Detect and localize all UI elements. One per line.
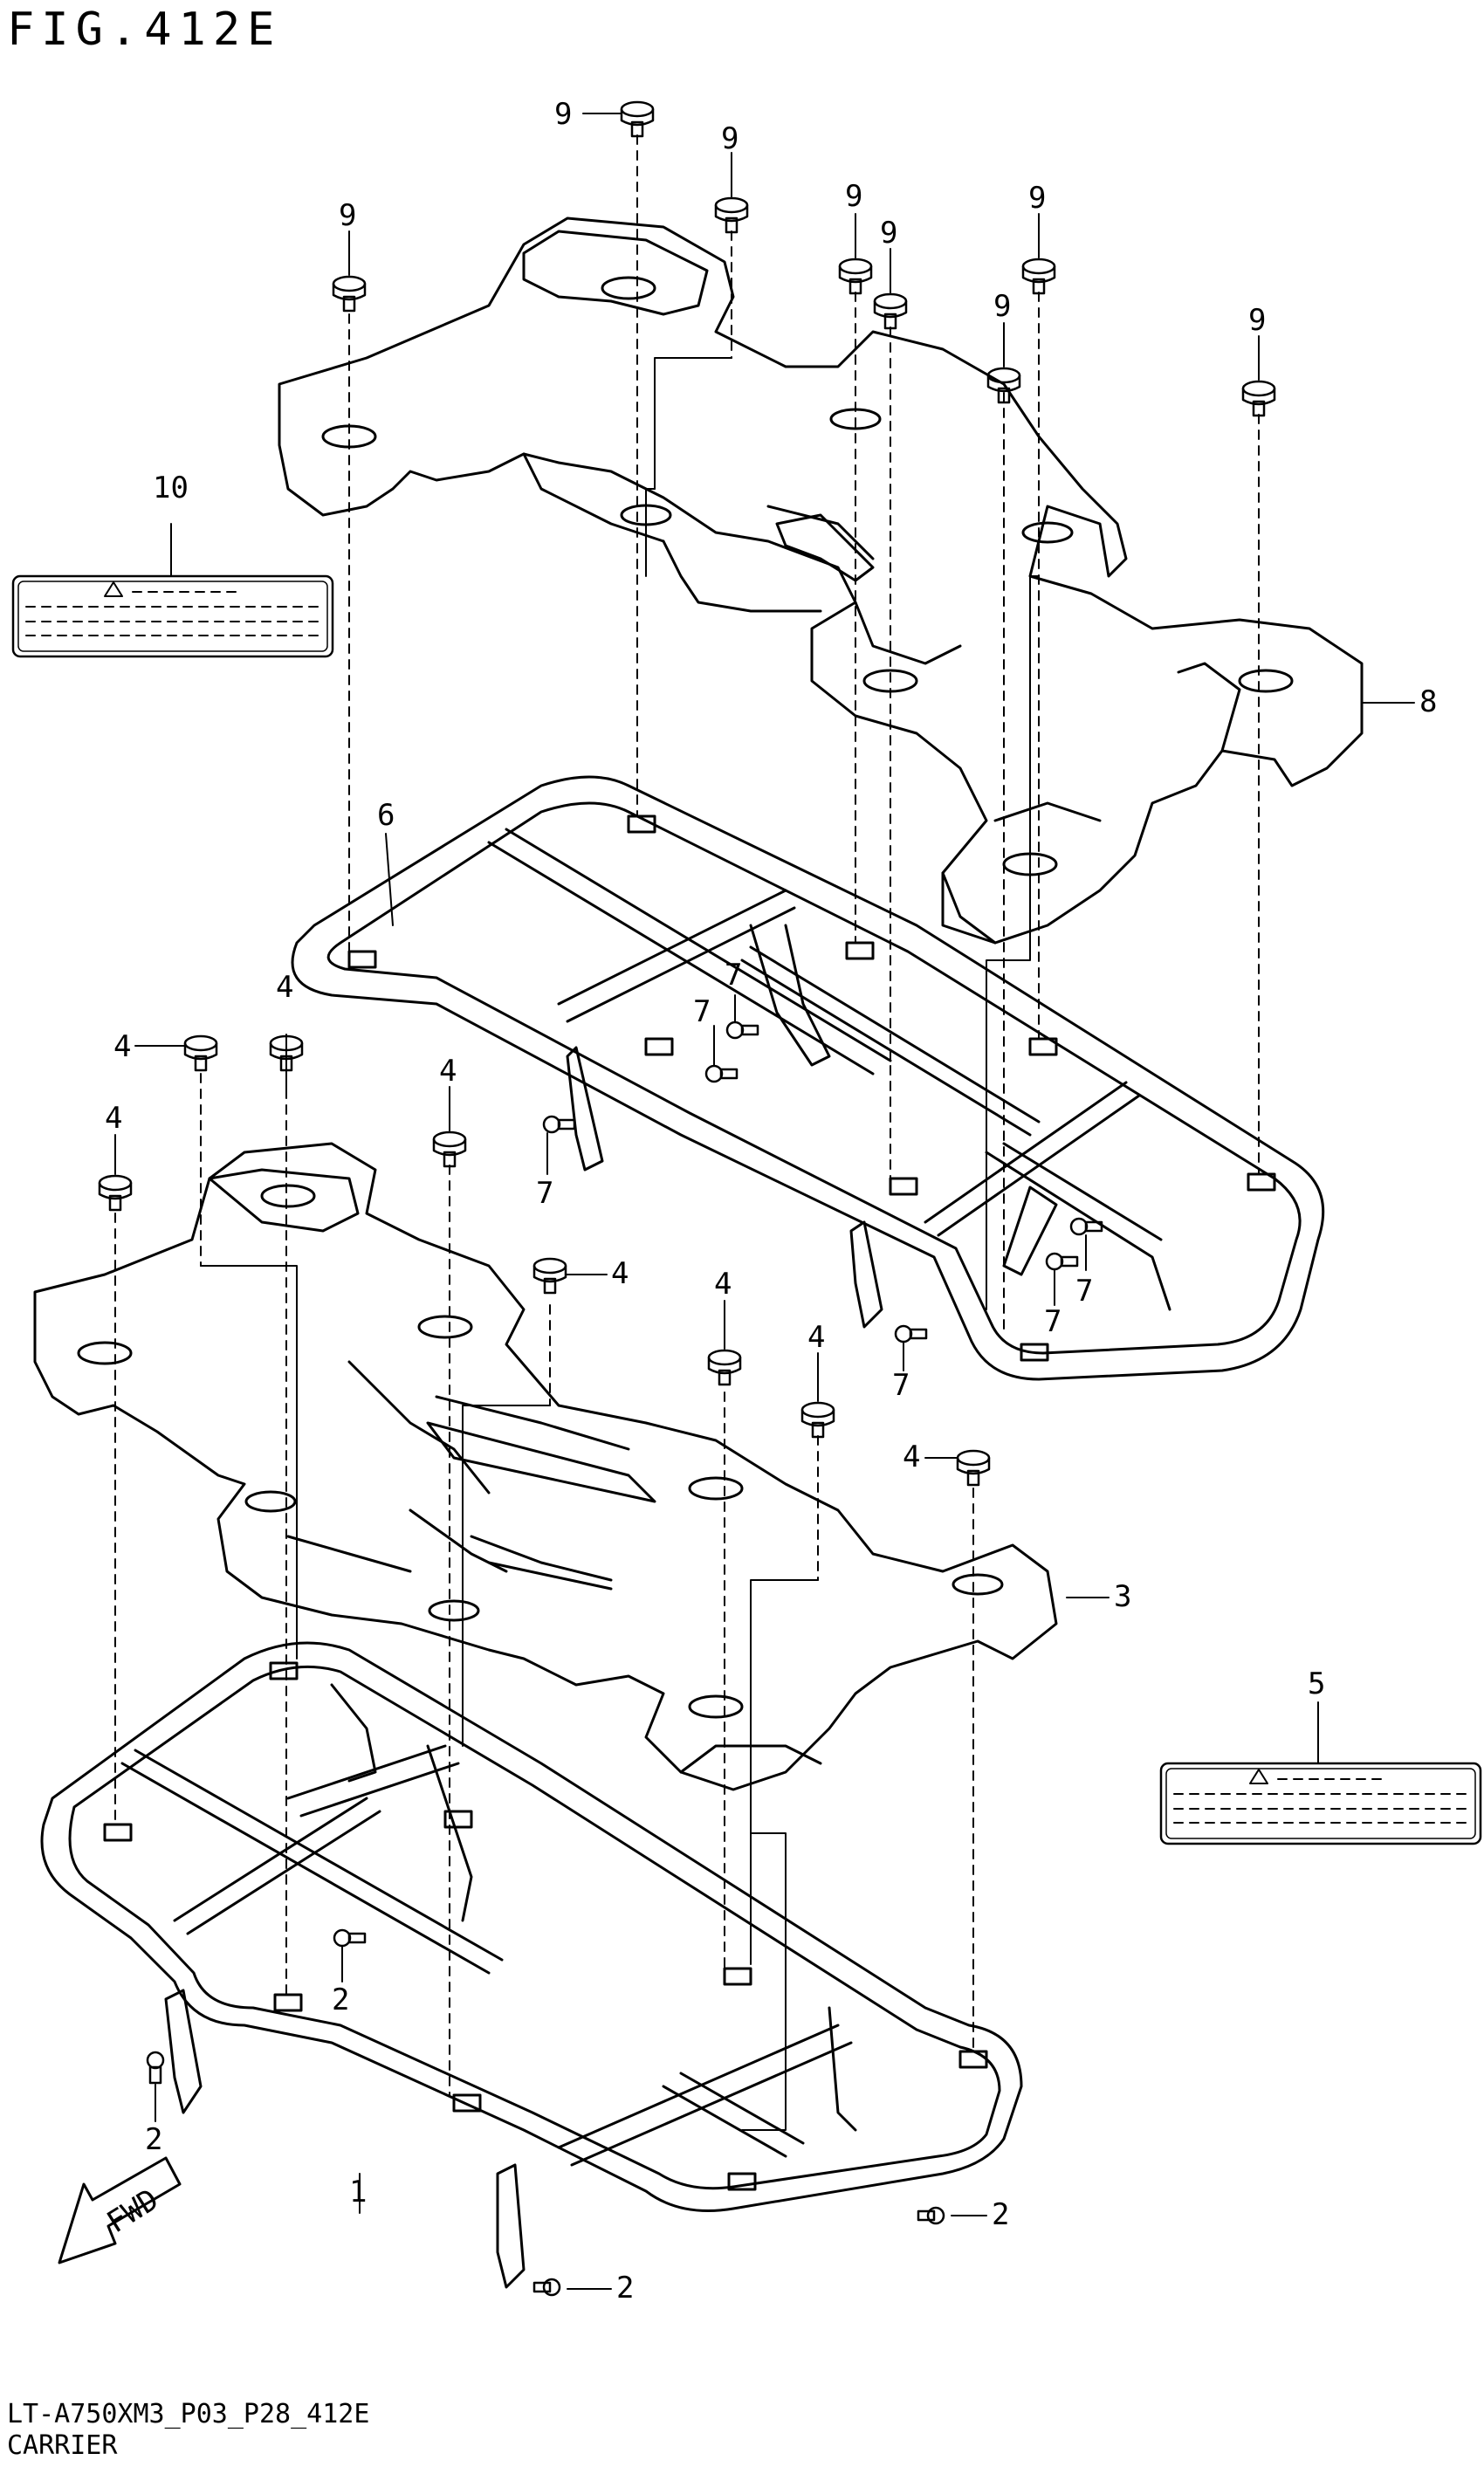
rear-carrier-frame — [291, 775, 1325, 1381]
bolt-9 — [620, 100, 655, 138]
callout-6: 6 — [377, 798, 395, 833]
bolt-9 — [1021, 258, 1056, 295]
callout-9: 9 — [880, 216, 897, 251]
warning-triangle-icon — [104, 581, 123, 597]
bolt-4 — [956, 1449, 991, 1487]
bolt-2 — [146, 2051, 165, 2085]
callout-5: 5 — [1308, 1666, 1325, 1701]
callout-2: 2 — [616, 2271, 634, 2306]
callout-4: 4 — [714, 1267, 732, 1302]
callout-8: 8 — [1419, 684, 1437, 719]
bolt-4 — [98, 1174, 133, 1212]
callout-numbers: 9 9 9 9 9 9 9 9 10 6 8 7 7 7 7 7 7 4 4 4… — [105, 97, 1437, 2306]
callout-9: 9 — [1028, 181, 1046, 216]
callout-4: 4 — [276, 970, 293, 1005]
bolt-7 — [542, 1115, 576, 1134]
callout-1: 1 — [349, 2175, 367, 2209]
bolt-9 — [986, 367, 1021, 404]
bolt-7 — [894, 1324, 928, 1343]
bolt-9 — [332, 275, 367, 313]
bolt-4 — [800, 1401, 835, 1439]
warning-label-5 — [1159, 1762, 1482, 1845]
warning-label-10 — [11, 574, 334, 658]
callout-4: 4 — [807, 1320, 825, 1355]
callout-7: 7 — [693, 994, 711, 1029]
callout-9: 9 — [845, 179, 862, 214]
bolt-7 — [725, 1020, 759, 1040]
callout-7: 7 — [1075, 1274, 1093, 1309]
callout-9: 9 — [993, 289, 1011, 324]
footer-code: LT-A750XM3_P03_P28_412E — [7, 2399, 370, 2429]
callout-10: 10 — [153, 471, 189, 505]
bolt-9 — [714, 196, 749, 234]
bolt-2 — [532, 2278, 561, 2297]
callout-2: 2 — [332, 1983, 349, 2017]
bolt-9 — [873, 292, 908, 330]
warning-triangle-icon — [1249, 1769, 1268, 1784]
callout-4: 4 — [439, 1054, 457, 1089]
callout-4: 4 — [903, 1440, 920, 1474]
bolts — [98, 100, 1276, 2297]
callout-7: 7 — [536, 1176, 553, 1211]
figure-title: FIG.412E — [7, 3, 282, 56]
assembly-guide-lines — [114, 134, 1260, 2096]
front-carrier-frame — [40, 1641, 1023, 2289]
rear-carrier-cover — [278, 216, 1364, 945]
bolt-4 — [183, 1034, 218, 1072]
callout-9: 9 — [339, 198, 356, 233]
fwd-arrow-icon: FWD — [58, 2156, 182, 2264]
callout-7: 7 — [892, 1368, 910, 1403]
callout-7: 7 — [725, 958, 742, 993]
bolt-4 — [707, 1349, 742, 1386]
callout-2: 2 — [145, 2122, 162, 2157]
callout-9: 9 — [721, 121, 739, 156]
bolt-2 — [917, 2206, 945, 2225]
callout-9: 9 — [1248, 303, 1266, 338]
callout-7: 7 — [1044, 1304, 1061, 1339]
footer-name: CARRIER — [7, 2430, 118, 2461]
bolt-7 — [1069, 1217, 1103, 1236]
callout-4: 4 — [611, 1256, 629, 1291]
leader-lines — [114, 113, 1415, 2290]
callout-2: 2 — [992, 2197, 1009, 2232]
bolt-4 — [532, 1257, 567, 1295]
bolt-2 — [333, 1928, 367, 1948]
bolt-7 — [704, 1064, 739, 1083]
bolt-9 — [838, 258, 873, 295]
callout-4: 4 — [105, 1101, 122, 1136]
callout-3: 3 — [1114, 1579, 1131, 1614]
callout-4: 4 — [113, 1029, 131, 1064]
bolt-9 — [1241, 380, 1276, 417]
bolt-7 — [1045, 1252, 1079, 1271]
callout-9: 9 — [554, 97, 572, 132]
assembly-jog-lines — [200, 357, 1040, 2131]
bolt-4 — [432, 1130, 467, 1168]
